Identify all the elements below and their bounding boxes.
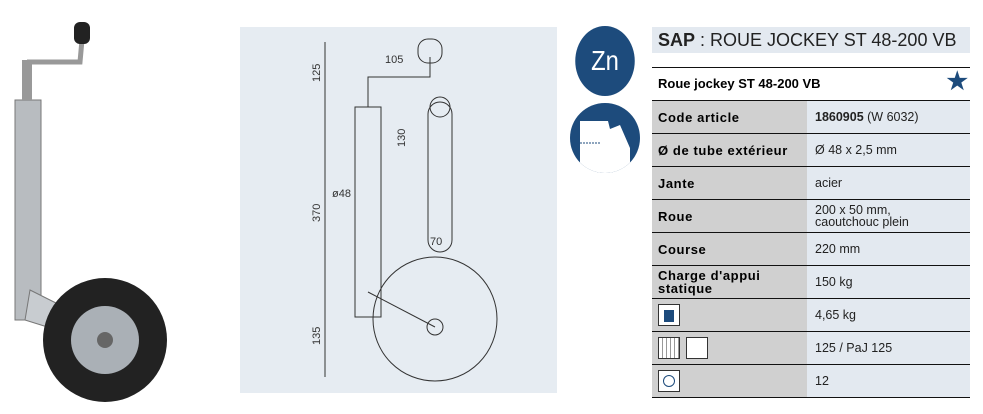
- technical-drawing: 105 125 130 370 ø48 70 135: [240, 27, 557, 393]
- zinc-badge: Zn: [575, 26, 635, 96]
- dim-135: 135: [311, 327, 323, 345]
- table-row: 4,65 kg: [652, 299, 970, 332]
- dim-125: 125: [311, 64, 323, 82]
- weight-icon: [658, 304, 680, 326]
- page-title: SAP : ROUE JOCKEY ST 48-200 VB: [652, 27, 970, 53]
- product-photo: [14, 22, 167, 402]
- watch-icon: [658, 370, 680, 392]
- dim-130: 130: [396, 129, 408, 147]
- box-icon: [686, 337, 708, 359]
- dim-370: 370: [311, 204, 323, 222]
- dim-48: ø48: [332, 188, 351, 200]
- dim-105: 105: [385, 54, 403, 66]
- pallet-icon: [658, 337, 680, 359]
- product-subtitle: Roue jockey ST 48-200 VB ★: [652, 68, 970, 101]
- tube-clamp-icon: [570, 103, 640, 173]
- table-row: 12: [652, 365, 970, 398]
- dim-70: 70: [430, 236, 442, 248]
- star-icon: ★: [946, 68, 968, 95]
- table-row: 125 / PaJ 125: [652, 332, 970, 365]
